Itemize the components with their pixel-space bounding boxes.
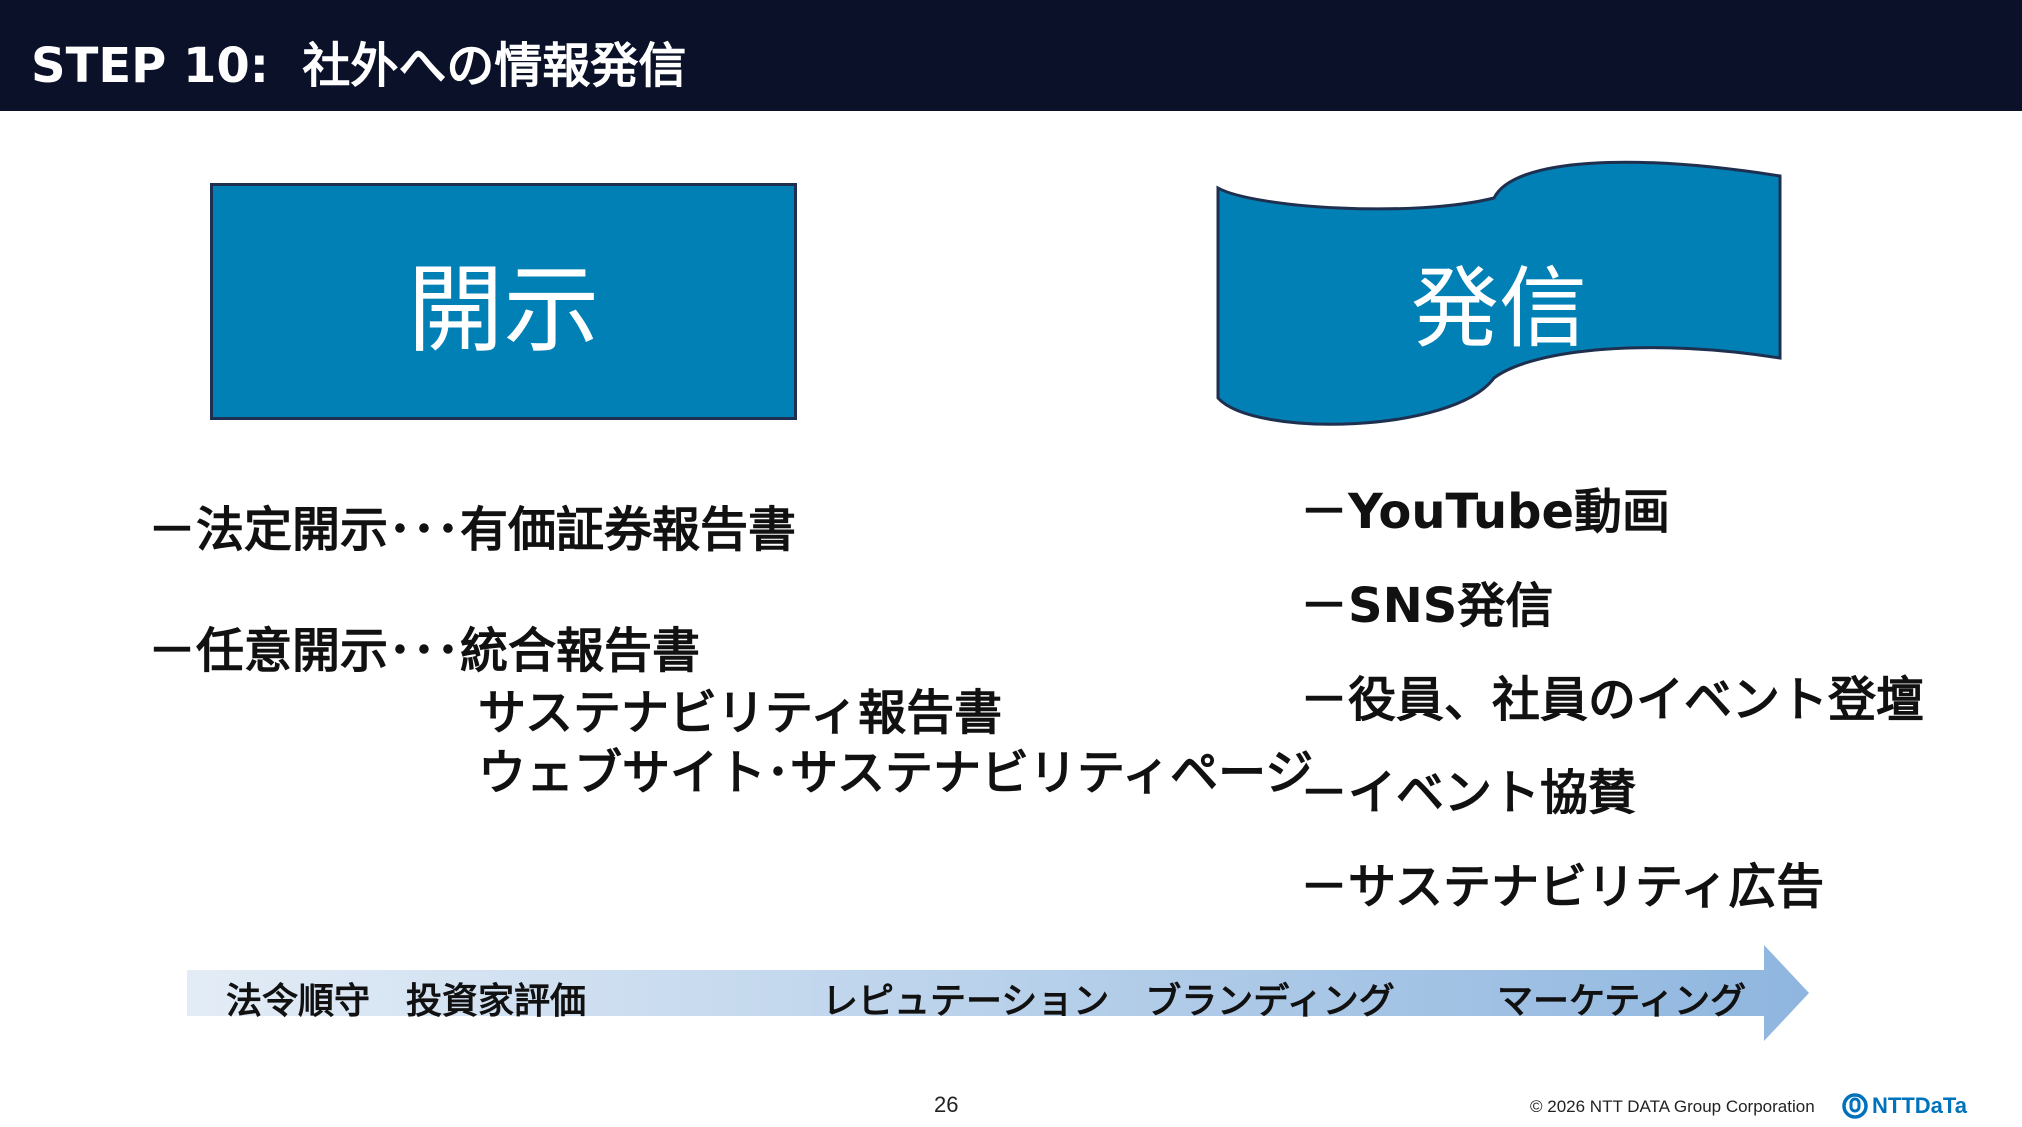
disclosure-label: 開示: [407, 254, 600, 366]
slide-title: STEP 10: 社外への情報発信: [31, 38, 687, 94]
arrow-label: 法令順守 投資家評価: [226, 981, 587, 1022]
page-number: 26: [934, 1092, 959, 1117]
ntt-data-logo-icon: [1842, 1093, 1868, 1119]
arrow-label: レピュテーション ブランディング: [822, 981, 1395, 1022]
copyright: © 2026 NTT DATA Group Corporation: [1530, 1097, 1815, 1116]
ntt-data-logo: NTTDaTa: [1842, 1093, 1967, 1119]
title-bar: [0, 0, 2022, 111]
communication-banner-shape: [1216, 160, 1782, 426]
right-item: －YouTube動画: [1300, 484, 1671, 540]
disclosure-box: 開示: [210, 183, 797, 420]
left-item: サステナビリティ報告書: [478, 685, 1003, 741]
right-item: －イベント協賛: [1300, 765, 1637, 821]
communication-label: 発信: [1410, 257, 1587, 360]
progression-arrow: [187, 945, 1809, 1041]
right-item: －SNS発信: [1300, 578, 1554, 634]
right-item: －役員、社員のイベント登壇: [1300, 672, 1925, 728]
left-item: －法定開示･･･有価証券報告書: [148, 502, 797, 558]
left-item: －任意開示･･･統合報告書: [148, 623, 701, 679]
right-item: －サステナビリティ広告: [1300, 859, 1825, 915]
logo-text: NTTDaTa: [1872, 1093, 1967, 1118]
left-item: ウェブサイト･サステナビリティページ: [478, 745, 1314, 801]
arrow-label: マーケティング: [1497, 981, 1747, 1022]
